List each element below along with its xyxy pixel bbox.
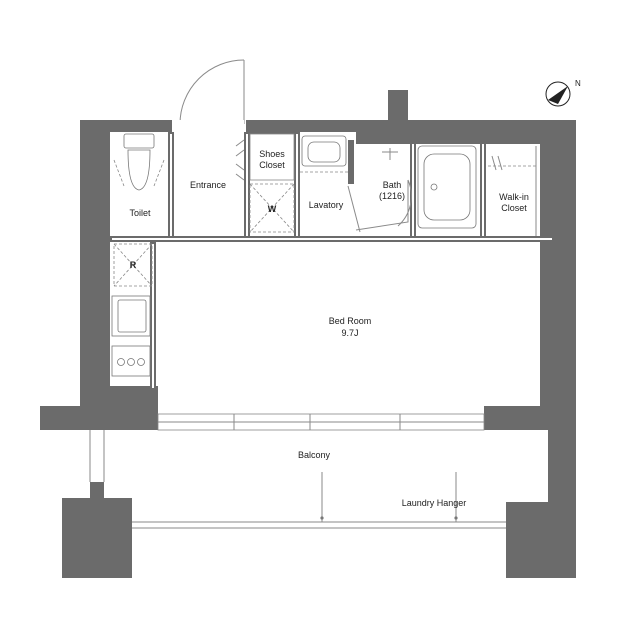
north-wall-toilet — [106, 120, 172, 132]
room-label-walkin-1: Walk-in — [499, 192, 529, 202]
lavatory-sink — [300, 135, 361, 233]
balcony-east-pillar — [506, 502, 576, 578]
refrigerator-space — [113, 243, 153, 287]
east-wall — [540, 120, 576, 420]
burner-icon — [127, 358, 135, 366]
room-label-entrance: Entrance — [190, 180, 226, 190]
balcony-west-pillar — [62, 498, 132, 578]
balcony — [89, 430, 506, 529]
washer-label: W — [268, 204, 277, 214]
room-label-lavatory: Lavatory — [309, 200, 344, 210]
room-label-bath-2: (1216) — [379, 191, 405, 201]
balcony-label: Balcony — [298, 450, 331, 460]
laundry-hanger — [320, 472, 458, 522]
room-label-toilet: Toilet — [129, 208, 151, 218]
toilet-fixture — [113, 133, 165, 191]
room-label-bedroom-2: 9.7J — [341, 328, 358, 338]
room-label-bedroom-1: Bed Room — [329, 316, 372, 326]
burner-icon — [117, 358, 125, 366]
north-arrow-icon — [545, 81, 571, 107]
balcony-window — [157, 413, 485, 431]
north-wall-shoes — [246, 120, 300, 134]
burner-icon — [137, 358, 145, 366]
west-wall-lower — [40, 406, 158, 430]
kitchen — [111, 295, 151, 377]
walkin-closet — [488, 146, 537, 236]
shoes-closet — [235, 133, 295, 181]
entrance-door — [174, 59, 245, 126]
west-wall — [80, 120, 110, 420]
balcony-east-wall — [548, 430, 576, 510]
bath — [355, 145, 477, 231]
room-label-shoes-closet-1: Shoes — [259, 149, 285, 159]
room-label-shoes-closet-2: Closet — [259, 160, 285, 170]
compass-label: N — [575, 79, 581, 88]
north-wall-bath — [356, 120, 576, 144]
washer-space — [249, 183, 295, 233]
room-label-walkin-2: Closet — [501, 203, 527, 213]
refrigerator-label: R — [130, 260, 137, 270]
laundry-hanger-label: Laundry Hanger — [402, 498, 467, 508]
room-label-bath-1: Bath — [383, 180, 402, 190]
east-wall-lower — [484, 406, 576, 430]
